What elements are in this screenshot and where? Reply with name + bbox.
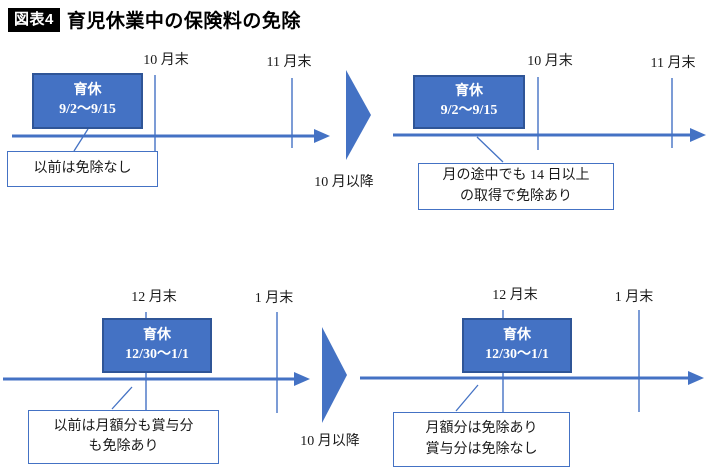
callout-line: 月額分は免除あり [425,421,538,437]
month-marker-label: 12 月末 [492,288,538,303]
leave-box-title: 育休 [73,83,102,99]
callout-line: 賞与分は免除なし [425,441,538,457]
month-marker-label: 11 月末 [650,56,696,71]
exemption-callout: 以前は月額分も賞与分 も免除あり [28,410,219,464]
transition-triangle-bottom [322,327,347,423]
timeline-c-arrowhead [294,372,310,386]
leave-box-period: 9/2～9/15 [440,103,498,118]
callout-line: の取得で免除あり [460,188,572,204]
callout-connector-d [455,384,479,412]
callout-connector-b [476,136,504,163]
month-marker-label: 1 月末 [614,290,654,305]
timeline-d-arrowhead [688,371,704,385]
leave-box-period: 9/2～9/15 [59,102,116,117]
transition-label: 10 月以降 [314,175,374,190]
month-marker-label: 1 月末 [254,291,294,306]
month-marker-label: 11 月末 [266,55,312,70]
timeline-a-arrowhead [314,129,330,143]
exemption-callout: 以前は免除なし [7,151,158,187]
exemption-callout: 月額分は免除あり 賞与分は免除なし [393,412,570,467]
leave-box-title: 育休 [143,327,171,343]
callout-connector-a [73,128,89,152]
leave-period-box: 育休 12/30～1/1 [102,318,212,373]
transition-triangle-top [346,70,371,160]
month-marker-label: 10 月末 [143,53,189,68]
callout-line: 以前は月額分も賞与分 [53,418,194,434]
leave-period-box: 育休 9/2～9/15 [32,73,143,129]
leave-box-title: 育休 [503,327,531,343]
figure-header: 図表4 育児休業中の保険料の免除 [8,6,301,33]
callout-line: も免除あり [88,439,159,454]
exemption-callout: 月の途中でも 14 日以上 の取得で免除あり [418,163,614,210]
callout-line: 以前は免除なし [33,160,132,176]
transition-label: 10 月以降 [300,434,360,449]
page-title: 育児休業中の保険料の免除 [66,11,301,32]
leave-box-period: 12/30～1/1 [485,346,549,362]
leave-box-period: 12/30～1/1 [125,346,189,362]
timeline-b-arrowhead [690,128,706,142]
month-marker-label: 10 月末 [527,54,573,69]
leave-period-box: 育休 12/30～1/1 [462,318,572,373]
leave-box-title: 育休 [455,84,483,100]
month-marker-label: 12 月末 [131,290,177,305]
callout-line: 月の途中でも 14 日以上 [442,168,590,184]
callout-connector-c [111,386,133,410]
leave-period-box: 育休 9/2～9/15 [413,75,525,129]
figure-number-badge: 図表4 [8,7,60,32]
